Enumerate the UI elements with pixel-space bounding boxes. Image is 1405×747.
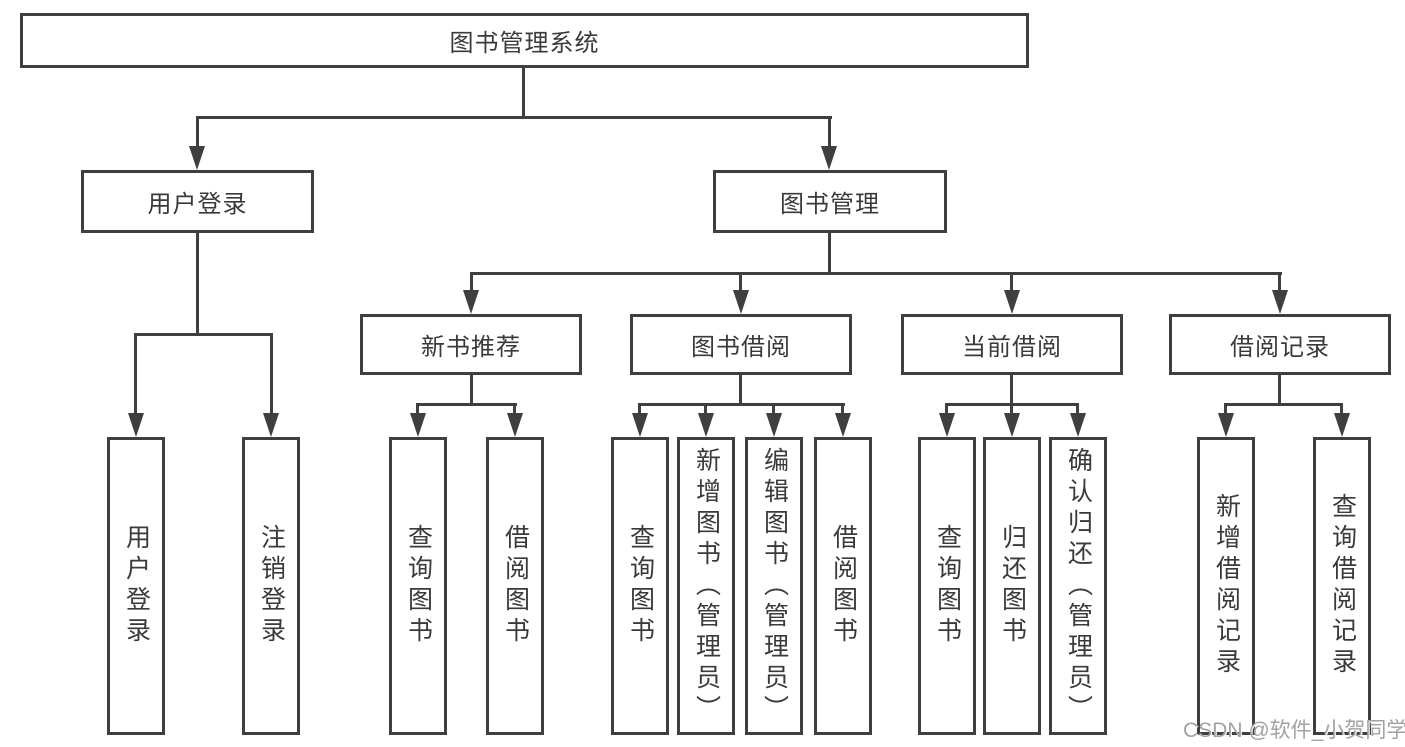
connector-line: [739, 375, 742, 406]
connector-line: [1224, 403, 1227, 416]
node-label: 注销登录: [257, 524, 286, 648]
connector-line: [704, 403, 707, 416]
connector-line: [196, 233, 199, 334]
arrow-down-icon: [1272, 290, 1288, 314]
leaf-user-login: 用户登录: [107, 437, 165, 735]
node-label: 借阅图书: [501, 524, 530, 648]
node-label: 图书管理系统: [449, 30, 600, 57]
connector-line: [638, 403, 845, 406]
leaf-confirm-return-admin: 确认归还（管理员）: [1049, 437, 1107, 735]
node-borrowing-records: 借阅记录: [1169, 314, 1391, 375]
node-label: 用户登录: [147, 191, 248, 218]
arrow-down-icon: [1004, 290, 1020, 314]
leaf-logout-login: 注销登录: [242, 437, 300, 735]
connector-line: [828, 233, 831, 274]
node-book-management: 图书管理: [713, 170, 947, 233]
node-label: 新增图书（管理员）: [692, 446, 721, 726]
leaf-query-books-borrowing: 查询图书: [611, 437, 669, 735]
connector-line: [828, 116, 831, 148]
leaf-add-books-admin: 新增图书（管理员）: [677, 437, 735, 735]
leaf-borrow-books-borrowing: 借阅图书: [814, 437, 872, 735]
node-label: 编辑图书（管理员）: [760, 446, 789, 726]
connector-line: [1224, 403, 1343, 406]
node-library-management-system: 图书管理系统: [20, 13, 1029, 68]
connector-line: [1076, 403, 1079, 416]
connector-line: [470, 272, 473, 292]
arrow-down-icon: [1218, 413, 1234, 437]
connector-line: [470, 375, 473, 406]
node-label: 查询图书: [404, 524, 433, 648]
arrow-down-icon: [1004, 413, 1020, 437]
connector-line: [134, 333, 273, 336]
node-label: 确认归还（管理员）: [1064, 446, 1093, 726]
node-label: 新书推荐: [421, 334, 521, 361]
leaf-add-borrowing-record: 新增借阅记录: [1197, 437, 1255, 735]
connector-line: [196, 116, 199, 148]
connector-line: [416, 403, 517, 406]
connector-line: [522, 68, 525, 118]
arrow-down-icon: [835, 413, 851, 437]
arrow-down-icon: [1334, 413, 1350, 437]
node-label: 查询图书: [626, 524, 655, 648]
connector-line: [1010, 272, 1013, 292]
node-current-borrowing: 当前借阅: [901, 314, 1123, 375]
arrow-down-icon: [766, 413, 782, 437]
leaf-edit-books-admin: 编辑图书（管理员）: [745, 437, 803, 735]
node-label: 归还图书: [998, 524, 1027, 648]
leaf-query-books-recommend: 查询图书: [389, 437, 447, 735]
connector-line: [841, 403, 844, 416]
connector-line: [1010, 375, 1013, 406]
node-label: 借阅图书: [829, 524, 858, 648]
connector-line: [772, 403, 775, 416]
leaf-return-books: 归还图书: [983, 437, 1041, 735]
connector-line: [270, 333, 273, 415]
connector-line: [513, 403, 516, 416]
connector-line: [638, 403, 641, 416]
connector-line: [196, 116, 832, 119]
arrow-down-icon: [821, 146, 837, 170]
arrow-down-icon: [733, 290, 749, 314]
node-label: 图书管理: [780, 191, 880, 218]
node-user-login: 用户登录: [81, 170, 314, 233]
arrow-down-icon: [1070, 413, 1086, 437]
node-label: 查询图书: [933, 524, 962, 648]
node-label: 当前借阅: [962, 334, 1062, 361]
node-label: 查询借阅记录: [1328, 493, 1357, 679]
node-new-book-recommendation: 新书推荐: [360, 314, 582, 375]
leaf-query-borrowing-record: 查询借阅记录: [1313, 437, 1371, 735]
arrow-down-icon: [263, 413, 279, 437]
arrow-down-icon: [189, 146, 205, 170]
connector-line: [945, 403, 948, 416]
arrow-down-icon: [698, 413, 714, 437]
connector-line: [1010, 403, 1013, 416]
node-label: 图书借阅: [691, 334, 791, 361]
arrow-down-icon: [632, 413, 648, 437]
leaf-query-books-current: 查询图书: [918, 437, 976, 735]
connector-line: [1340, 403, 1343, 416]
connector-line: [739, 272, 742, 292]
leaf-borrow-books-recommend: 借阅图书: [486, 437, 544, 735]
connector-line: [134, 333, 137, 415]
arrow-down-icon: [939, 413, 955, 437]
node-label: 借阅记录: [1230, 334, 1330, 361]
connector-line: [416, 403, 419, 416]
connector-line: [1278, 272, 1281, 292]
arrow-down-icon: [128, 413, 144, 437]
arrow-down-icon: [410, 413, 426, 437]
arrow-down-icon: [507, 413, 523, 437]
connector-line: [1278, 375, 1281, 406]
node-label: 用户登录: [122, 524, 151, 648]
watermark: CSDN @软件_小贺同学: [1183, 719, 1405, 742]
node-book-borrowing: 图书借阅: [630, 314, 852, 375]
connector-line: [470, 272, 1282, 275]
arrow-down-icon: [463, 290, 479, 314]
node-label: 新增借阅记录: [1212, 493, 1241, 679]
